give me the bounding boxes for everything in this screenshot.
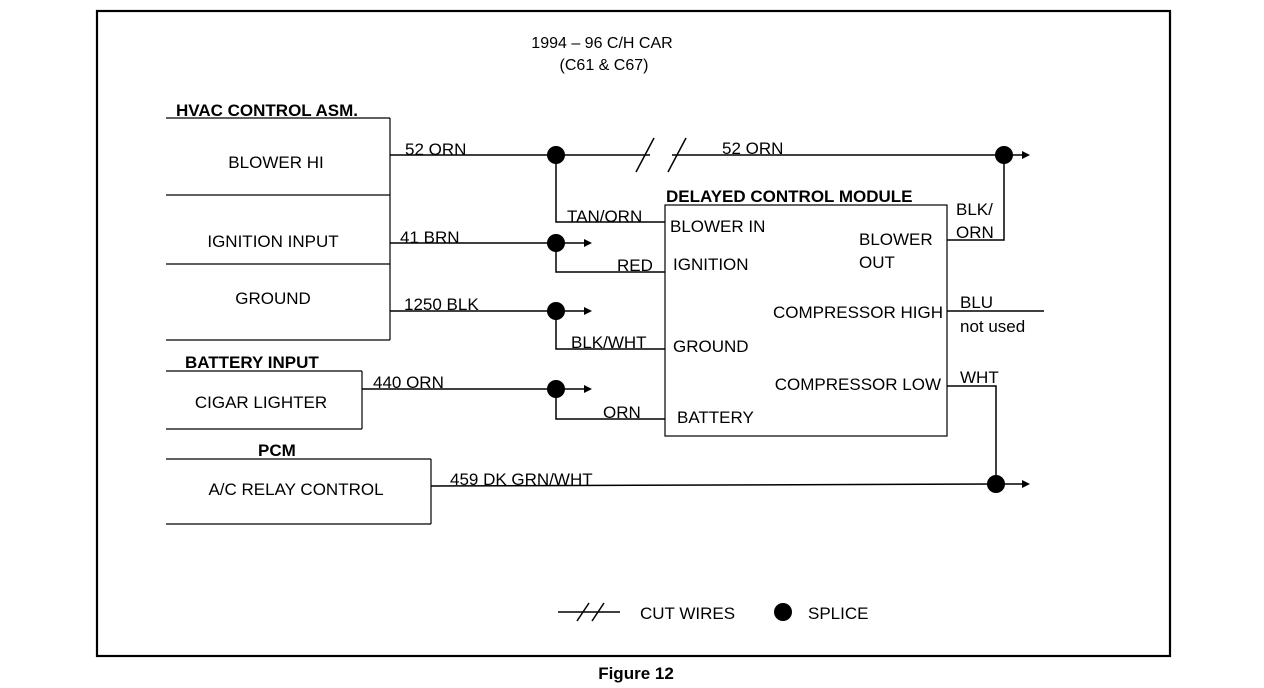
wire-label-red: RED bbox=[617, 256, 653, 275]
pin-blower-in: BLOWER IN bbox=[670, 217, 765, 236]
pin-compressor-high: COMPRESSOR HIGH bbox=[773, 303, 943, 322]
pin-ground: GROUND bbox=[673, 337, 749, 356]
cigar-lighter-label: CIGAR LIGHTER bbox=[195, 393, 327, 412]
diagram-frame bbox=[95, 9, 1172, 658]
diagram-title: 1994 – 96 C/H CAR bbox=[531, 35, 672, 52]
wire-label-41-brn: 41 BRN bbox=[400, 228, 460, 247]
wire-label-52-orn-right: 52 ORN bbox=[722, 139, 783, 158]
battery-section-label: BATTERY INPUT bbox=[185, 353, 319, 372]
hvac-control-assembly: HVAC CONTROL ASM. BLOWER HI IGNITION INP… bbox=[166, 101, 391, 341]
pin-blower-out-1: BLOWER bbox=[859, 230, 933, 249]
legend-splice-dot bbox=[774, 603, 792, 621]
legend-cut-mark bbox=[576, 602, 590, 622]
wire-label-440-orn: 440 ORN bbox=[373, 373, 444, 392]
wire-label-wht: WHT bbox=[960, 368, 999, 387]
cut-mark bbox=[667, 137, 687, 173]
wire-label-blk-wht: BLK/WHT bbox=[571, 333, 647, 352]
wire-label-orn: ORN bbox=[603, 403, 641, 422]
pcm-section-label: PCM bbox=[258, 441, 296, 460]
wire-label-459: 459 DK GRN/WHT bbox=[450, 470, 593, 489]
wire-blk-orn: BLK/ ORN bbox=[947, 155, 1005, 242]
wire-blu: BLU not used bbox=[947, 293, 1044, 336]
legend-splice-label: SPLICE bbox=[808, 604, 868, 623]
pcm-block: PCM A/C RELAY CONTROL bbox=[166, 441, 432, 525]
blower-hi-label: BLOWER HI bbox=[228, 153, 323, 172]
wire-wht: WHT bbox=[947, 368, 999, 484]
wire-label-not-used: not used bbox=[960, 317, 1025, 336]
pin-ignition: IGNITION bbox=[673, 255, 749, 274]
legend: CUT WIRES SPLICE bbox=[558, 602, 868, 623]
legend-cut-wires-label: CUT WIRES bbox=[640, 604, 735, 623]
ac-relay-control-label: A/C RELAY CONTROL bbox=[208, 480, 383, 499]
wire-459-dk-grn-wht: 459 DK GRN/WHT bbox=[430, 470, 1030, 493]
wire-41-brn: 41 BRN RED bbox=[390, 228, 665, 275]
splice-dot bbox=[987, 475, 1005, 493]
pin-compressor-low: COMPRESSOR LOW bbox=[775, 375, 941, 394]
cut-mark bbox=[635, 137, 655, 173]
wire-label-tan-orn: TAN/ORN bbox=[567, 207, 642, 226]
wire-label-blk-orn-2: ORN bbox=[956, 223, 994, 242]
delayed-control-module: DELAYED CONTROL MODULE BLOWER IN IGNITIO… bbox=[664, 187, 948, 437]
wire-440-orn: 440 ORN ORN bbox=[362, 373, 665, 422]
hvac-ground-label: GROUND bbox=[235, 289, 311, 308]
diagram-subtitle: (C61 & C67) bbox=[560, 57, 649, 74]
battery-input-block: BATTERY INPUT CIGAR LIGHTER bbox=[166, 353, 363, 430]
wire-52-orn: 52 ORN 52 ORN bbox=[390, 137, 1030, 173]
wire-label-blu: BLU bbox=[960, 293, 993, 312]
wire-label-blk-orn-1: BLK/ bbox=[956, 200, 993, 219]
figure-caption: Figure 12 bbox=[598, 664, 674, 683]
wire-tan-orn: TAN/ORN bbox=[555, 155, 665, 226]
wire-label-1250-blk: 1250 BLK bbox=[404, 295, 479, 314]
wire-label-52-orn-left: 52 ORN bbox=[405, 140, 466, 159]
hvac-section-label: HVAC CONTROL ASM. bbox=[176, 101, 358, 120]
legend-cut-mark bbox=[591, 602, 605, 622]
pin-blower-out-2: OUT bbox=[859, 253, 895, 272]
pin-battery: BATTERY bbox=[677, 408, 754, 427]
ignition-input-label: IGNITION INPUT bbox=[207, 232, 338, 251]
module-title: DELAYED CONTROL MODULE bbox=[666, 187, 913, 206]
wire-1250-blk: 1250 BLK BLK/WHT bbox=[390, 295, 665, 352]
